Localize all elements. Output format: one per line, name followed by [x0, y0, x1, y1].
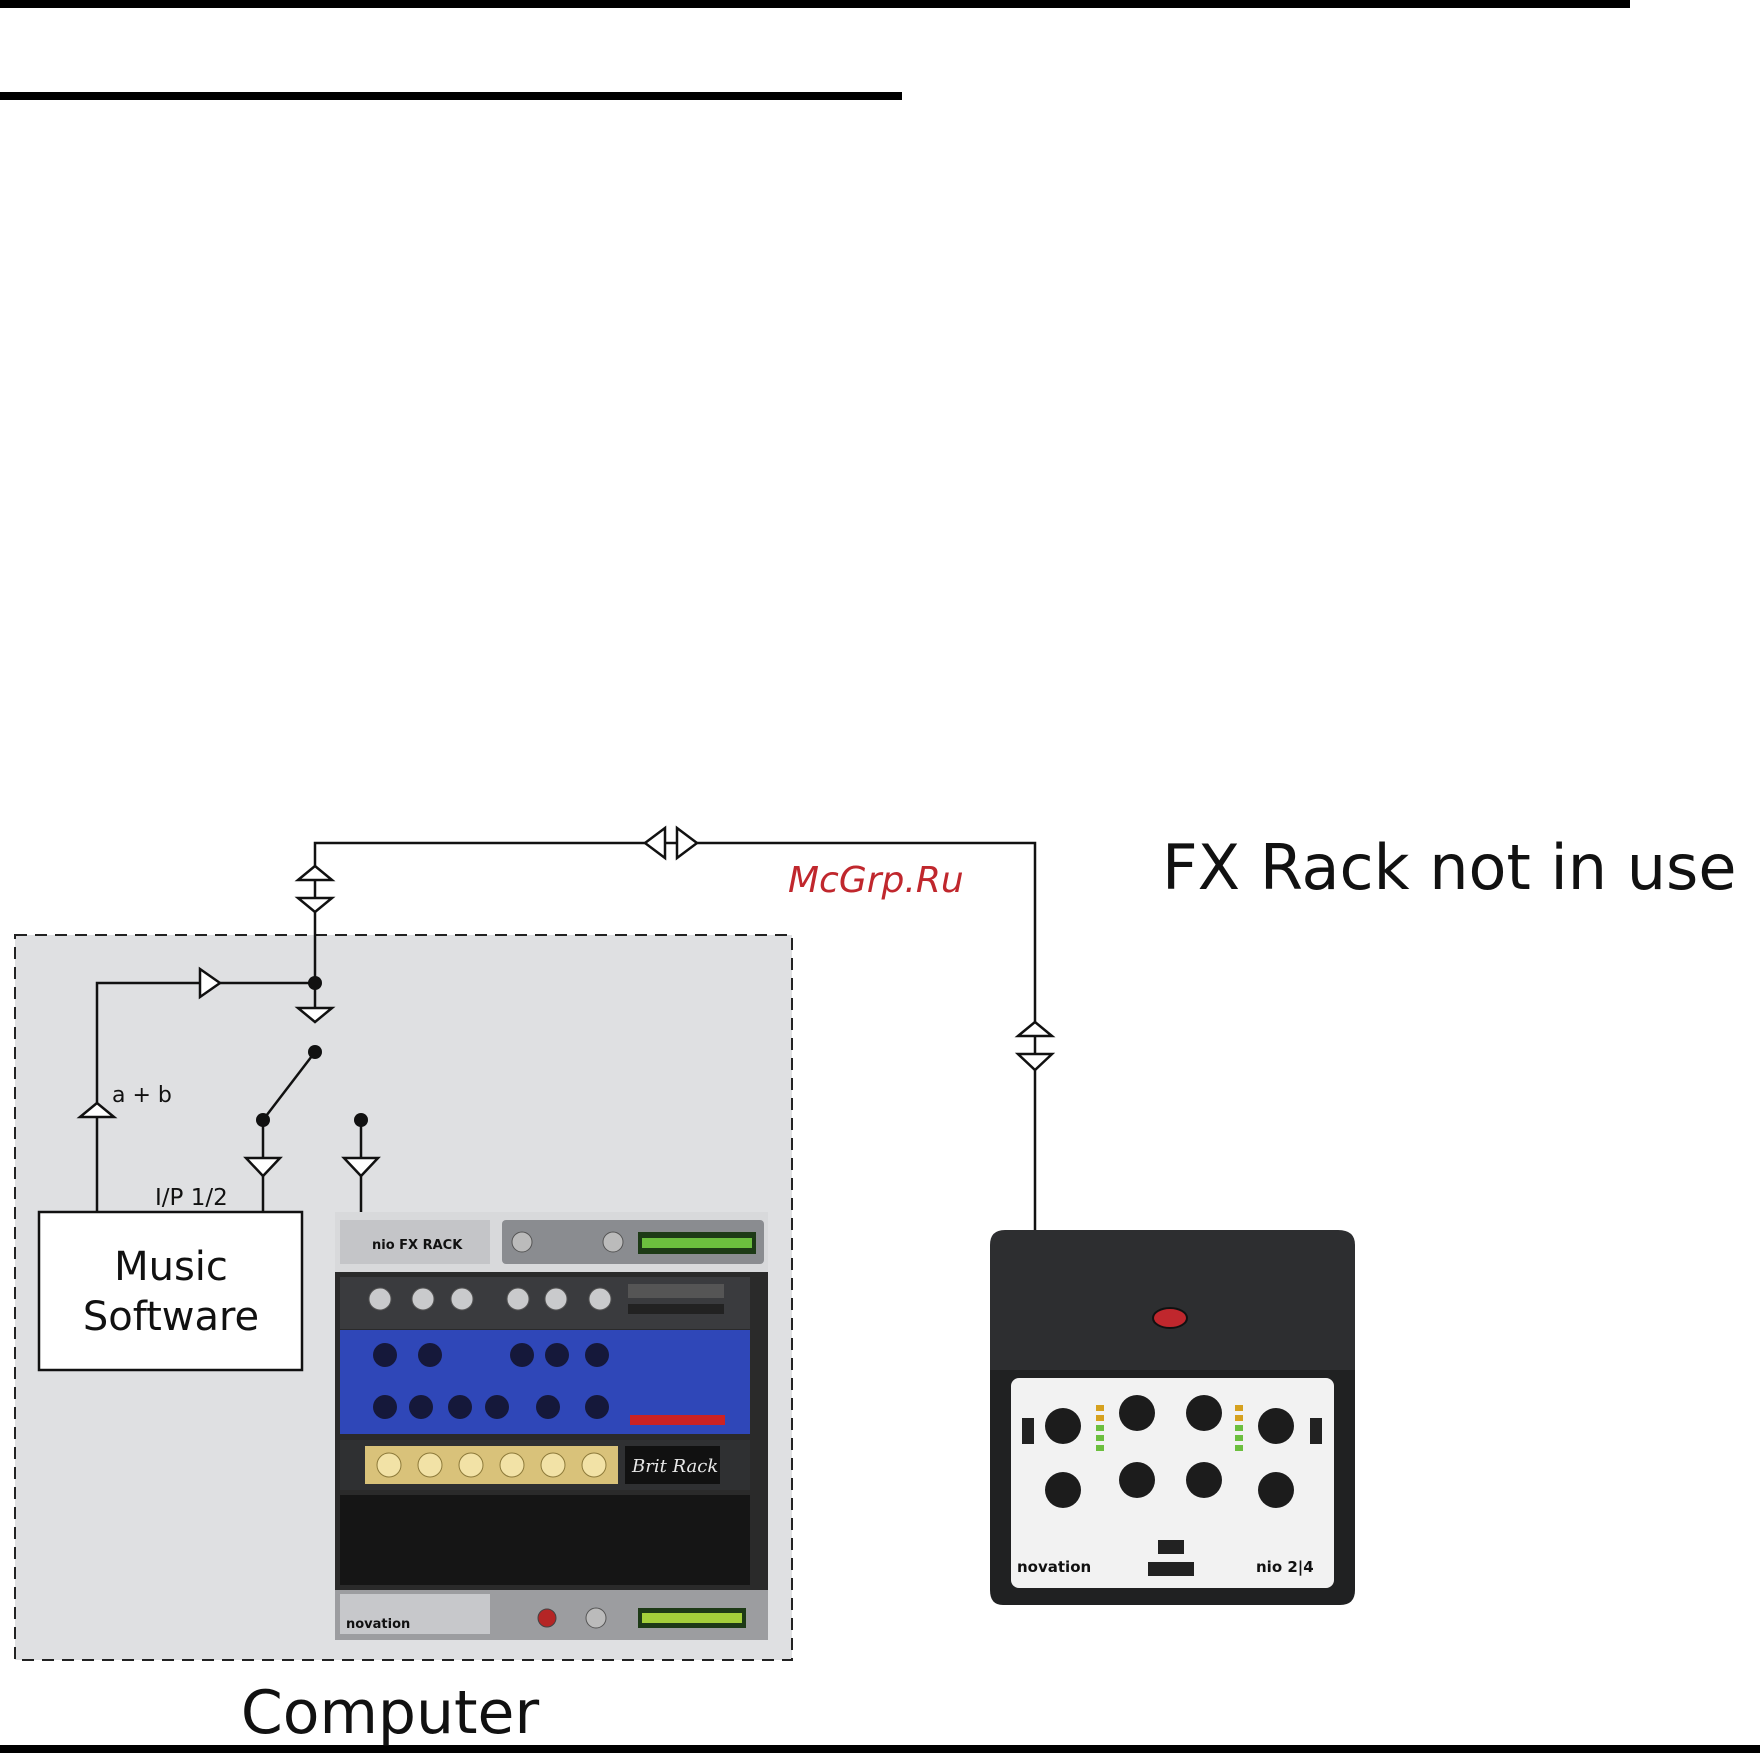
fx-effect-name: Brit Rack — [631, 1456, 718, 1477]
music-software-box — [39, 1212, 302, 1370]
node-switch-top — [308, 1045, 322, 1059]
fx-rack-brand: novation — [346, 1617, 410, 1632]
bidirectional-arrow-left — [645, 828, 665, 858]
header-rule — [0, 92, 902, 100]
down-arrow-device — [1018, 1054, 1052, 1070]
up-arrow-top — [298, 866, 332, 880]
watermark: McGrp.Ru — [788, 860, 964, 901]
node-switch-input — [256, 1113, 270, 1127]
unit-model: nio 2|4 — [1256, 1558, 1314, 1577]
input-label: I/P 1/2 — [155, 1185, 228, 1211]
music-software-line2: Software — [83, 1294, 259, 1340]
fx-rack-product: nio FX RACK — [372, 1238, 463, 1253]
fx-rack-empty — [340, 1495, 750, 1585]
music-software-line1: Music — [114, 1244, 228, 1290]
bidirectional-arrow-right — [677, 828, 697, 858]
nio-hardware-unit: novation nio 2|4 — [990, 1230, 1355, 1605]
down-arrow-top — [298, 898, 332, 912]
up-arrow-device — [1018, 1022, 1052, 1036]
top-rule — [0, 0, 1630, 8]
node-switch-fx — [354, 1113, 368, 1127]
mix-label: a + b — [112, 1083, 172, 1108]
node-junction — [308, 976, 322, 990]
unit-logo-badge — [1153, 1308, 1187, 1328]
computer-label: Computer — [241, 1678, 540, 1748]
unit-brand: novation — [1017, 1558, 1091, 1576]
diagram-title: FX Rack not in use — [1162, 831, 1736, 904]
fx-rack-panel: nio FX RACK Brit Rack — [335, 1212, 768, 1640]
